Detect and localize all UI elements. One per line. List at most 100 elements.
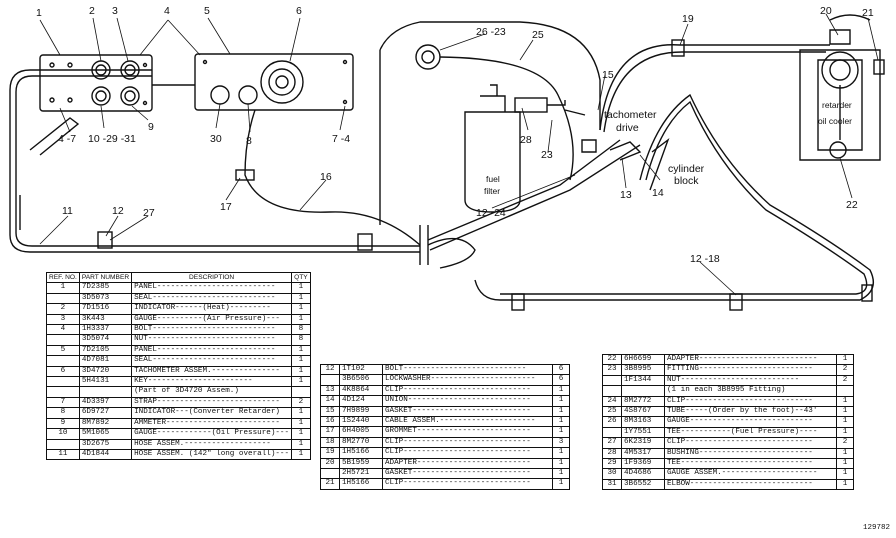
part-number-cell: 6D9727 — [78, 407, 133, 419]
description-cell: GAUGE--------------------------- — [664, 416, 837, 428]
ref-cell: 14 — [320, 395, 340, 407]
part-number-cell: 6K2319 — [621, 437, 665, 449]
description-cell: CLIP---------------------------- — [382, 447, 553, 459]
callout: 9 — [148, 121, 154, 133]
ref-cell: 23 — [602, 364, 622, 376]
callout: 20 — [820, 5, 832, 17]
description-cell: GASKET-------------------------- — [382, 405, 553, 418]
qty-cell: 1 — [836, 447, 854, 460]
ref-cell: 16 — [320, 416, 340, 428]
ref-cell: 9 — [46, 417, 80, 430]
qty-cell: 1 — [836, 478, 854, 491]
callout: 16 — [320, 171, 332, 183]
part-number-cell: 4S8767 — [621, 406, 665, 418]
description-cell: NUT---------------------------- — [131, 334, 293, 346]
callout: 5 — [204, 5, 210, 17]
description-cell: GAUGE------------(Oil Pressure)--- — [131, 428, 293, 440]
description-cell: GAUGE ASSEM.--------------------- — [664, 468, 837, 480]
figure-code: 129782 — [862, 524, 890, 532]
ref-cell — [46, 376, 80, 388]
description-cell: TEE----------------------------- — [664, 458, 837, 470]
ref-cell — [602, 385, 622, 397]
part-number-cell: 1F1344 — [621, 374, 665, 387]
ref-cell — [320, 374, 340, 386]
description-cell: INDICATOR---(Converter Retarder) — [131, 407, 293, 419]
fuel-filter-outline — [464, 111, 521, 213]
callout: 17 — [220, 201, 232, 213]
qty-cell: 1 — [552, 416, 570, 428]
part-number-cell: 1F9369 — [621, 458, 665, 470]
callout: filter — [484, 186, 500, 196]
qty-cell: 1 — [836, 426, 854, 439]
part-number-cell: 8M2772 — [621, 395, 665, 408]
callout: 22 — [846, 199, 858, 211]
callout: 12 — [112, 205, 124, 217]
ref-cell: 20 — [320, 457, 340, 470]
part-number-cell: 5H4131 — [78, 376, 133, 388]
part-number-cell: 3D5074 — [78, 334, 133, 346]
ref-cell: 6 — [46, 365, 80, 378]
ref-cell: 21 — [320, 478, 340, 490]
ref-cell — [46, 438, 80, 450]
callout: 23 — [541, 149, 553, 161]
column-header: REF. NO. — [46, 271, 80, 284]
part-number-cell: 1S2440 — [339, 416, 383, 428]
ref-cell: 27 — [602, 437, 622, 449]
callout: 2 — [89, 5, 95, 17]
description-cell: CLIP---------------------------- — [382, 436, 553, 449]
callout: 8 — [246, 135, 252, 147]
qty-cell: 1 — [291, 355, 311, 367]
qty-cell: 1 — [552, 478, 570, 490]
qty-cell: 2 — [836, 374, 854, 387]
callout: 14 — [652, 187, 664, 199]
ref-cell: 19 — [320, 447, 340, 459]
description-cell: UNION--------------------------- — [382, 395, 553, 407]
gauge-panel-left — [39, 54, 153, 112]
description-cell: ADAPTER------------------------- — [382, 457, 553, 470]
description-cell: GASKET-------------------------- — [382, 468, 553, 480]
qty-cell: 1 — [291, 428, 311, 440]
ref-cell: 8 — [46, 407, 80, 419]
callout: 30 — [210, 133, 222, 145]
part-number-cell: 4D7081 — [78, 355, 133, 367]
part-number-cell: 1H3337 — [78, 324, 133, 336]
qty-cell — [291, 386, 311, 398]
qty-cell: 1 — [552, 447, 570, 459]
qty-cell: 1 — [552, 405, 570, 418]
description-cell: LOCKWASHER----------------------- — [382, 374, 553, 386]
table-row: (Part of 3D4720 Assem.) — [46, 386, 311, 398]
description-cell: (1 in each 3B8995 Fitting) — [664, 385, 837, 397]
ref-cell: 5 — [46, 344, 80, 357]
qty-cell: 1 — [552, 384, 570, 397]
part-number-cell: 4D1844 — [78, 448, 133, 461]
part-number-cell: 7H9899 — [339, 405, 383, 418]
qty-cell: 8 — [291, 334, 311, 346]
qty-cell: 1 — [836, 353, 854, 366]
qty-cell: 1 — [836, 468, 854, 480]
cable-assembly-16 — [244, 109, 421, 246]
part-number-cell: 4D4686 — [621, 468, 665, 480]
part-number-cell: 3D2675 — [78, 438, 133, 450]
callout-leaders — [39, 13, 879, 296]
description-cell: HOSE ASSEM. (142" long overall)--- — [131, 448, 293, 461]
part-number-cell: 4K8864 — [339, 384, 383, 397]
